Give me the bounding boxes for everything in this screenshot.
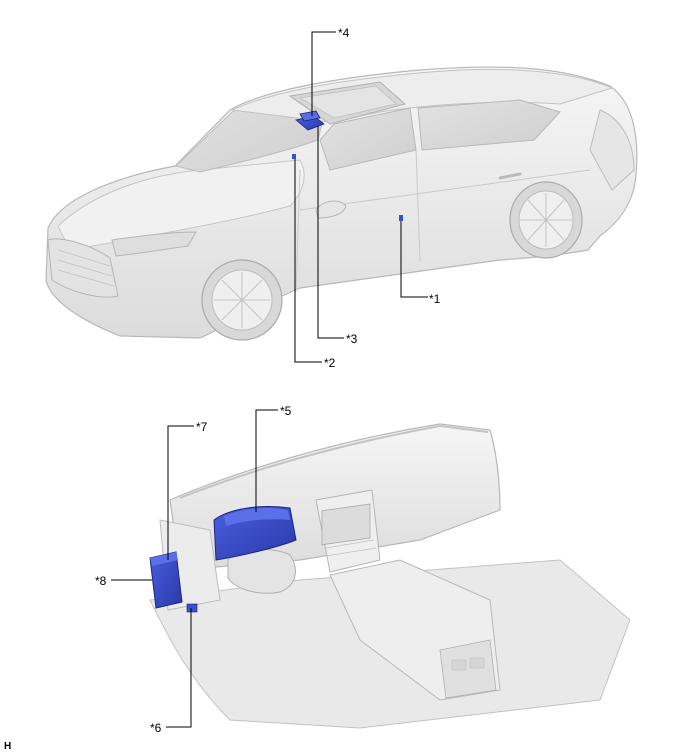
ecu-component-left <box>149 551 183 609</box>
leader-lines-vehicle <box>294 31 428 363</box>
dashboard-illustration <box>149 423 631 729</box>
lower-sensor-component <box>186 603 198 613</box>
callout-4: *4 <box>338 26 350 40</box>
leader-lines-dashboard <box>111 409 278 728</box>
figure-corner-label: H <box>4 741 12 752</box>
pillar-sensor-component <box>292 154 296 159</box>
vehicle-illustration <box>45 66 638 341</box>
callout-5: *5 <box>280 404 292 418</box>
callout-8: *8 <box>95 574 107 588</box>
door-sensor-component <box>399 215 403 221</box>
callout-1: *1 <box>429 292 441 306</box>
callout-6: *6 <box>150 721 162 735</box>
combination-meter-component <box>213 506 297 561</box>
callout-7: *7 <box>196 420 208 434</box>
overhead-module-component <box>295 110 325 131</box>
callout-3: *3 <box>346 332 358 346</box>
callout-2: *2 <box>324 356 336 370</box>
